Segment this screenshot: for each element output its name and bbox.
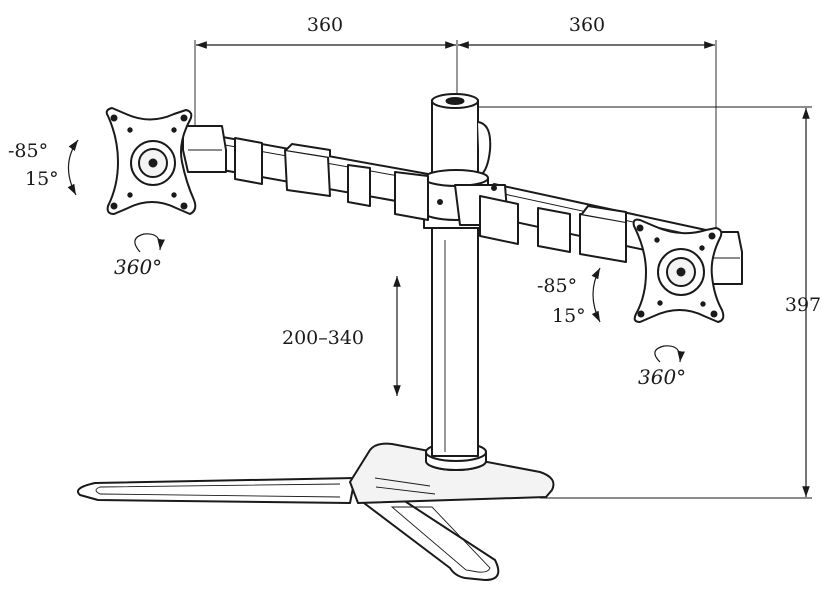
height-adjust-label: 200–340 [282,327,364,349]
left-rotation-label: 360° [114,255,162,279]
arm-right-width-label: 360 [569,14,605,36]
left-vesa-plate [105,107,197,215]
pole [423,93,492,457]
left-tilt-up-label: -85° [8,140,48,162]
tripod-base [76,442,555,581]
right-tilt-down-label: 15° [552,305,586,327]
right-tilt-up-label: -85° [537,275,577,297]
total-height-label: 397 [785,294,821,316]
right-vesa-plate [632,218,725,323]
dimension-lines [194,40,812,499]
left-arm [182,125,429,221]
arm-left-width-label: 360 [307,14,343,36]
motion-arrows [67,139,685,363]
left-tilt-down-label: 15° [25,168,59,190]
right-rotation-label: 360° [638,365,686,389]
